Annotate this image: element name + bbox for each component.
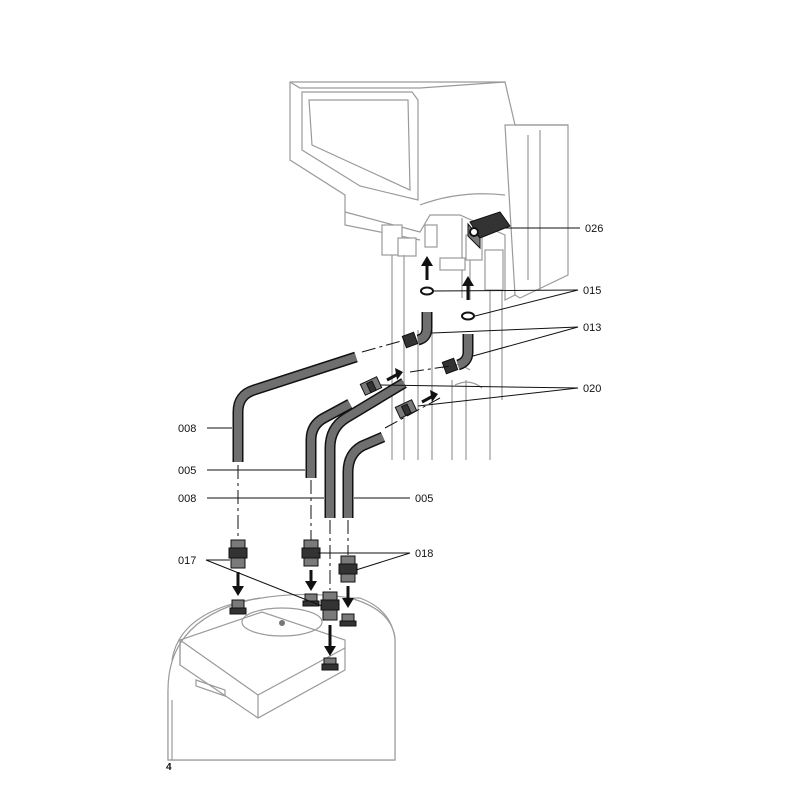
label-017: 017 [178, 555, 196, 567]
arrow-up-icon [462, 276, 474, 286]
part-026-valve [467, 211, 511, 250]
label-013: 013 [583, 322, 601, 334]
alignment-lines [237, 339, 451, 590]
insertion-arrows-015 [421, 256, 474, 300]
part-labels: 026 015 013 020 008 005 008 005 017 018 [178, 223, 603, 567]
part-015-seals [420, 286, 475, 321]
arrow-down-icon [305, 581, 317, 591]
label-005-right: 005 [415, 493, 433, 505]
label-018: 018 [415, 548, 433, 560]
label-008-bottom: 008 [178, 493, 196, 505]
arrow-down-icon [324, 646, 336, 656]
boiler-unit [289, 81, 569, 301]
leader-lines [205, 227, 580, 607]
label-026: 026 [585, 223, 603, 235]
arrow-up-icon [421, 256, 433, 266]
arrow-down-icon [232, 586, 244, 596]
arrow-down-icon [342, 598, 354, 608]
pipes [232, 351, 407, 518]
label-020: 020 [583, 383, 601, 395]
label-015: 015 [583, 285, 601, 297]
boiler-connections [381, 224, 504, 460]
label-005-left: 005 [178, 465, 196, 477]
part-020-connectors [359, 368, 438, 419]
storage-cylinder [167, 593, 396, 761]
page-number: 4 [166, 762, 172, 773]
arrow-right-icon [395, 368, 403, 380]
arrow-right-icon [430, 390, 438, 402]
part-013-elbows [401, 312, 474, 375]
label-008-top: 008 [178, 423, 196, 435]
part-017-fittings [228, 539, 340, 671]
